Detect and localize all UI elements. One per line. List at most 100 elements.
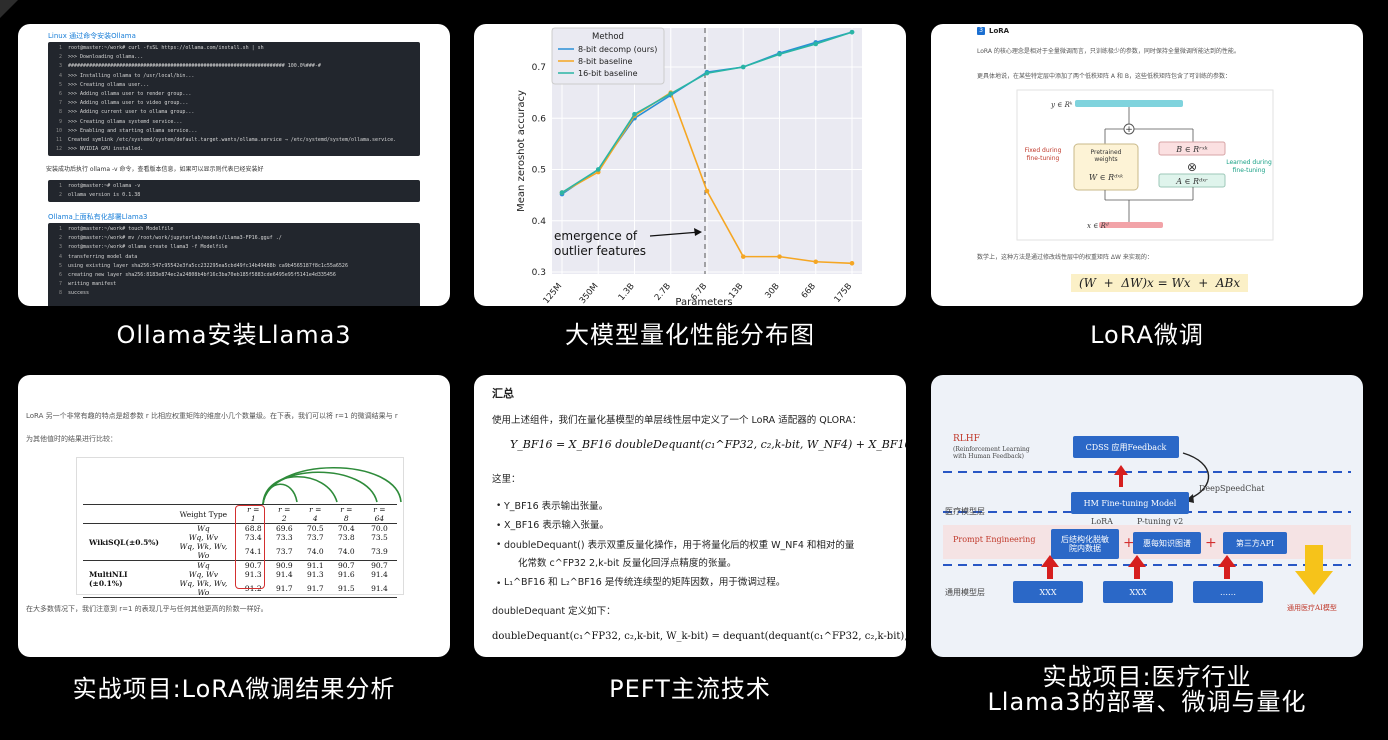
lora-icon: 3 bbox=[977, 27, 985, 35]
table-cell: Wq, Wv bbox=[188, 533, 219, 542]
group-label: MultiNLI (±0.1%) bbox=[89, 570, 128, 588]
results-paragraph-1: LoRA 另一个非常有趣的特点是超参数 r 比相应权重矩阵的维度小几个数量级。在… bbox=[26, 412, 398, 420]
terminal-text: creating new layer sha256:8183e874ec2a24… bbox=[68, 271, 336, 278]
table-cell: 73.8 bbox=[337, 533, 355, 542]
table-cell: 91.5 bbox=[337, 583, 355, 593]
caption-lora: LoRA微调 bbox=[1090, 321, 1204, 349]
table-cell: 90.7 bbox=[337, 561, 355, 570]
structured-data-box[interactable]: 后结构化脱敏 院内数据 bbox=[1051, 529, 1119, 559]
plus-sign-2: + bbox=[1205, 535, 1217, 551]
terminal-text: >>> Adding current user to ollama group.… bbox=[68, 109, 195, 116]
table-cell: 73.4 bbox=[244, 533, 262, 542]
table-cell: 74.0 bbox=[306, 546, 324, 556]
hm-finetuning-box[interactable]: HM Fine-tuning Model bbox=[1071, 492, 1189, 514]
data-point bbox=[595, 167, 601, 172]
terminal-text: >>> Creating ollama systemd service... bbox=[68, 118, 183, 125]
matrix-b-label: B ∈ Rʳˣᵏ bbox=[1175, 145, 1208, 154]
table-cell: 91.7 bbox=[306, 583, 324, 593]
table-cell: 91.3 bbox=[244, 570, 262, 579]
table-cell: 68.8 bbox=[244, 524, 262, 533]
terminal-text: root@master:~/work# curl -fsSL https://o… bbox=[68, 45, 264, 51]
terminal-text: root@master:~/work# mv /root/work/jupyte… bbox=[68, 235, 282, 242]
legend-entry: 8-bit decomp (ours) bbox=[578, 45, 657, 54]
line-number: 1 bbox=[58, 183, 62, 189]
annotation-line1: emergence of bbox=[554, 229, 638, 243]
terminal-line: 8>>> Adding current user to ollama group… bbox=[48, 108, 420, 117]
table-cell: 70.5 bbox=[306, 524, 324, 533]
cdss-feedback-box[interactable]: CDSS 应用Feedback bbox=[1073, 436, 1179, 458]
lora-paragraph-3: 数学上，这种方法是通过修改线性层中的权重矩阵 ΔW 来实现的： bbox=[977, 254, 1153, 261]
structured-data-line2: 院内数据 bbox=[1069, 544, 1101, 553]
table-cell: 90.9 bbox=[275, 561, 293, 570]
peft-equation-1: Y_BF16 = X_BF16 doubleDequant(c₁^FP32, c… bbox=[510, 438, 906, 451]
card-lora-results[interactable]: LoRA 另一个非常有趣的特点是超参数 r 比相应权重矩阵的维度小几个数量级。在… bbox=[18, 375, 450, 657]
table-cell: 91.4 bbox=[371, 570, 388, 579]
column-header: r = 2 bbox=[278, 505, 291, 523]
table-cell: 73.3 bbox=[275, 533, 293, 542]
terminal-text: root@master:~# ollama -v bbox=[68, 183, 141, 189]
svg-text:+: + bbox=[1125, 125, 1133, 135]
y-axis-label: Mean zeroshot accuracy bbox=[516, 90, 527, 212]
legend-entry: 16-bit baseline bbox=[578, 69, 638, 78]
peft-bullet-2: X_BF16 表示输入张量。 bbox=[504, 520, 609, 531]
terminal-text: ########################################… bbox=[68, 63, 321, 70]
r1-highlight bbox=[235, 505, 265, 589]
corner-decoration bbox=[0, 0, 18, 18]
card-medical-architecture[interactable]: RLHF (Reinforcement Learning with Human … bbox=[931, 375, 1363, 657]
base-model-box-2[interactable]: XXX bbox=[1103, 581, 1173, 603]
peft-paragraph-3: doubleDequant 定义如下： bbox=[492, 606, 616, 617]
peft-bullet-3b: 化常数 c^FP32 2,k-bit 反量化回浮点精度的张量。 bbox=[518, 558, 737, 569]
yellow-down-arrow bbox=[1295, 545, 1333, 595]
legend-box bbox=[551, 27, 665, 85]
install-note: 安装成功后执行 ollama -v 命令，查看版本信息，如果可以显示则代表已经安… bbox=[46, 166, 264, 173]
line-number: 6 bbox=[58, 90, 62, 97]
terminal-text: >>> Installing ollama to /usr/local/bin.… bbox=[68, 72, 195, 79]
x-tick-label: 1.3B bbox=[617, 281, 637, 302]
matrix-a-box bbox=[1158, 173, 1226, 188]
table-cell: 91.7 bbox=[275, 583, 293, 593]
third-party-api-box[interactable]: 第三方API bbox=[1223, 532, 1287, 554]
card-peft[interactable]: 汇总 使用上述组件，我们在量化基模型的单层线性层中定义了一个 LoRA 适配器的… bbox=[474, 375, 906, 657]
terminal-line: 3#######################################… bbox=[48, 62, 420, 71]
caption-quantization: 大模型量化性能分布图 bbox=[565, 321, 815, 349]
structured-data-line1: 后结构化脱敏 bbox=[1061, 535, 1109, 544]
terminal-text: >>> NVIDIA GPU installed. bbox=[68, 146, 144, 153]
peft-bullet-3a: doubleDequant() 表示双重反量化操作，用于将量化后的权重 W_NF… bbox=[504, 540, 855, 551]
learned-label-1: Learned during bbox=[1226, 159, 1272, 166]
line-number: 2 bbox=[58, 54, 62, 61]
line-number: 7 bbox=[58, 281, 62, 288]
caption-medical-1: 实战项目:医疗行业 bbox=[1042, 663, 1252, 691]
card-lora[interactable]: 3 LoRA LoRA 的核心理念是相对于全量微调而言，只训练极少的参数，同时保… bbox=[931, 24, 1363, 306]
knowledge-graph-box[interactable]: 惠每知识图谱 bbox=[1133, 532, 1201, 554]
base-model-box-1[interactable]: XXX bbox=[1013, 581, 1083, 603]
line-number: 8 bbox=[58, 290, 62, 297]
y-tick-label: 0.7 bbox=[532, 63, 546, 73]
x-tick-label: 2.7B bbox=[653, 281, 673, 302]
legend-entry: 8-bit baseline bbox=[578, 57, 633, 66]
table-cell: Wq, Wv bbox=[188, 570, 219, 579]
learned-label-2: fine-tuning bbox=[1233, 167, 1266, 174]
prompt-engineering-label: Prompt Engineering bbox=[953, 535, 1036, 544]
column-header: r = 8 bbox=[340, 505, 353, 523]
pretrained-label-2: weights bbox=[1094, 156, 1117, 163]
legend-title: Method bbox=[592, 32, 624, 42]
results-paragraph-2: 为其他值时的结果进行比较： bbox=[26, 435, 117, 443]
lora-formula: (W + ΔW)x = Wx + ABx bbox=[1071, 274, 1249, 292]
pretrained-w: W ∈ Rᵈˣᵏ bbox=[1089, 173, 1123, 182]
terminal-text: using existing layer sha256:547c95542e3f… bbox=[68, 262, 348, 269]
annotation-arrowhead bbox=[694, 228, 702, 236]
matrix-multiply: ⊗ bbox=[1187, 160, 1197, 174]
table-cell: 70.0 bbox=[371, 524, 388, 533]
base-model-box-3[interactable]: …… bbox=[1193, 581, 1263, 603]
